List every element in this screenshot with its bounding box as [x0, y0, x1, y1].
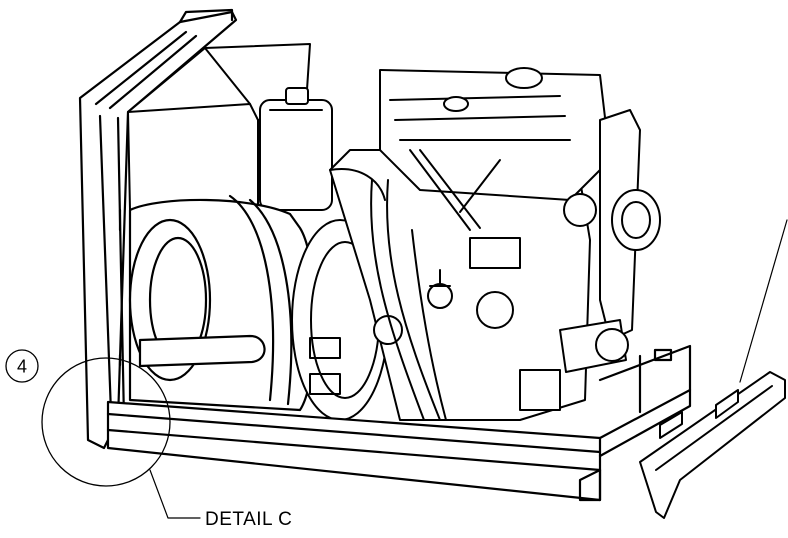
detached-bracket: [639, 371, 786, 519]
base-rail: [106, 344, 692, 502]
detail-c-leader: [149, 469, 201, 519]
engine-block: [329, 67, 611, 421]
callout-balloon: [5, 349, 39, 383]
detail-c-circle: [41, 357, 171, 487]
callout-number: 4: [17, 357, 27, 377]
detail-c-label: DETAIL C: [205, 509, 292, 530]
leader-line-bracket: [739, 219, 788, 383]
hoses: [329, 168, 447, 421]
generator-housing: [128, 194, 317, 412]
coolant-reservoir: [259, 87, 333, 211]
exhaust-manifold: [559, 109, 661, 373]
